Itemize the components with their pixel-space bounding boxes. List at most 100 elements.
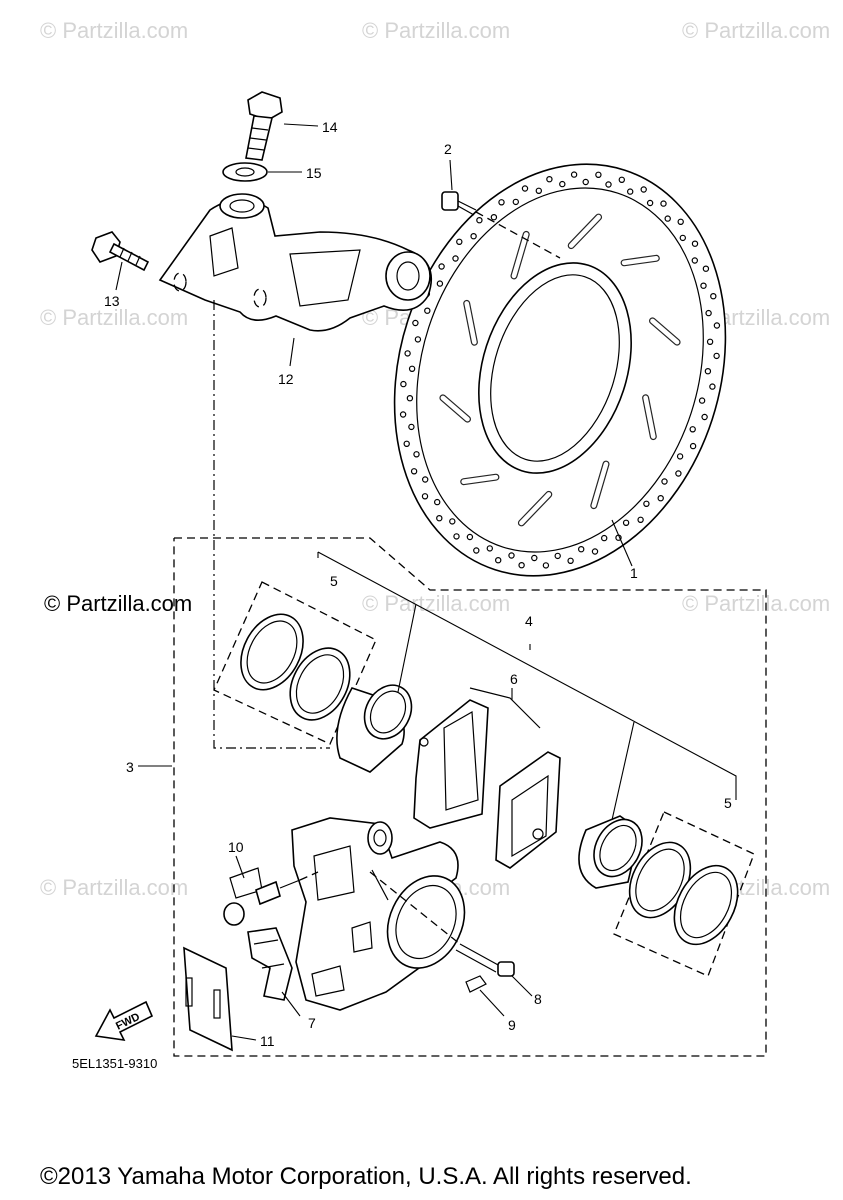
disc-hole — [698, 397, 706, 404]
watermark: © Partzilla.com — [362, 591, 511, 616]
callout-2: 2 — [444, 141, 452, 157]
disc-hole — [700, 282, 707, 289]
watermark: © Partzilla.com — [40, 875, 189, 900]
pin-clip — [465, 975, 487, 993]
callout-15: 15 — [306, 165, 322, 181]
callout-9: 9 — [508, 1017, 516, 1033]
caliper-bracket — [158, 193, 433, 332]
disc-hole — [554, 552, 561, 560]
disc-hole — [704, 368, 712, 375]
disc-hole — [713, 352, 720, 360]
disc-hole — [518, 562, 525, 569]
disc-hole — [449, 518, 456, 525]
callout-10: 10 — [228, 839, 244, 855]
disc-slot-inner — [440, 395, 470, 422]
disc-hole — [400, 380, 407, 388]
disc-slot-inner — [464, 301, 477, 345]
disc-hole — [512, 198, 520, 206]
disc-hole — [689, 442, 697, 450]
brake-caliper-body — [291, 817, 466, 1011]
disc-hole — [535, 187, 543, 194]
disc-hole — [691, 257, 699, 264]
caliper-piston — [578, 815, 643, 889]
dust-seal — [673, 864, 739, 946]
disc-hole — [424, 307, 431, 314]
disc-hole — [466, 533, 474, 541]
disc-hole — [473, 547, 480, 554]
disc-hole — [436, 280, 444, 287]
watermark: © Partzilla.com — [40, 18, 189, 43]
callout-13: 13 — [104, 293, 120, 309]
callout-6: 6 — [510, 671, 518, 687]
disc-hole — [498, 199, 505, 206]
partzilla-label: © Partzilla.com — [44, 591, 193, 616]
disc-hole — [456, 238, 463, 245]
piston-seal — [240, 613, 304, 691]
fwd-label: FWD — [114, 1011, 142, 1033]
disc-hole — [689, 426, 696, 433]
bracket-bolt — [91, 231, 150, 272]
callout-3: 3 — [126, 759, 134, 775]
disc-slot-inner — [519, 492, 552, 526]
disc-hole — [531, 554, 538, 562]
disc-hole — [470, 232, 477, 240]
disc-hole — [713, 322, 721, 329]
disc-hole — [679, 234, 687, 242]
pad-pin — [369, 871, 515, 977]
brake-disc — [393, 163, 727, 577]
disc-hole — [595, 171, 602, 178]
disc-slot-inner — [511, 232, 529, 279]
disc-hole — [412, 319, 419, 327]
disc-hole — [414, 336, 422, 343]
disc-hole — [591, 548, 599, 555]
disc-hole — [421, 493, 429, 500]
callout-1: 1 — [630, 565, 638, 581]
disc-hole — [559, 180, 566, 188]
callout-11: 11 — [260, 1033, 275, 1049]
disc-hole — [434, 498, 441, 506]
diagram-code: 5EL1351-9310 — [72, 1056, 158, 1071]
disc-hole — [643, 500, 650, 507]
disc-hole — [399, 411, 407, 418]
disc-hole — [490, 213, 498, 221]
disc-hole — [605, 181, 612, 188]
washer — [222, 162, 268, 182]
disc-hole — [508, 552, 515, 559]
disc-hole — [677, 218, 684, 225]
disc-hole — [453, 533, 460, 540]
disc-hole — [675, 470, 682, 477]
disc-hole — [661, 478, 668, 485]
callout-5: 5 — [330, 573, 338, 589]
callout-14: 14 — [322, 119, 338, 135]
brake-pad — [413, 699, 489, 829]
disc-hole — [702, 265, 710, 272]
watermark: © Partzilla.com — [40, 305, 189, 330]
callout-12: 12 — [278, 371, 294, 387]
disc-hole — [413, 451, 420, 458]
disc-hole — [664, 215, 671, 222]
disc-hole — [452, 255, 459, 262]
disc-hole — [567, 557, 574, 565]
disc-hole — [546, 175, 553, 183]
disc-hole — [408, 365, 416, 372]
forward-arrow-icon: FWD — [94, 1000, 154, 1042]
disc-slot-inner — [591, 461, 609, 508]
disc-hole — [406, 395, 414, 402]
disc-hole — [476, 216, 483, 224]
disc-bolt — [441, 191, 561, 259]
callout-4: 4 — [525, 613, 533, 629]
disc-hole — [438, 263, 445, 270]
callout-8: 8 — [534, 991, 542, 1007]
disc-hole — [618, 176, 626, 183]
callout-5: 5 — [724, 795, 732, 811]
disc-hole — [403, 440, 410, 447]
disc-hole — [622, 519, 630, 527]
disc-hole — [436, 515, 443, 522]
disc-hole — [410, 468, 418, 475]
brake-pad — [495, 751, 561, 869]
disc-hole — [578, 546, 585, 553]
disc-hole — [705, 309, 712, 317]
disc-hole — [408, 423, 415, 431]
disc-hole — [640, 186, 647, 193]
